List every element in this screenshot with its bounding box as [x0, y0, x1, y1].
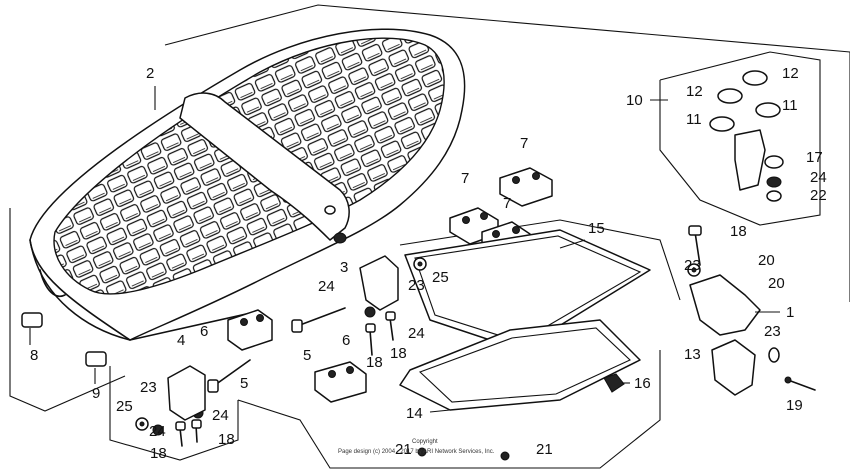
- callout-c21b: 21: [536, 441, 553, 458]
- latch-13: [711, 339, 756, 396]
- callout-c4: 4: [177, 332, 185, 349]
- callout-c5a: 5: [240, 375, 248, 392]
- callout-c11a: 11: [686, 111, 702, 128]
- callout-c23d: 23: [764, 323, 781, 340]
- tray-14: [399, 319, 641, 411]
- cushion-block-7a: [499, 167, 553, 207]
- callout-c17: 17: [806, 149, 823, 166]
- callout-c18e: 18: [150, 445, 167, 462]
- leader-lines: [29, 86, 780, 413]
- callout-c23c: 23: [140, 379, 157, 396]
- callout-c6b: 6: [342, 332, 350, 349]
- callout-c8: 8: [30, 347, 38, 364]
- lock-assembly-10: [709, 70, 784, 202]
- rubber-pad-9: [85, 351, 107, 367]
- callout-c10: 10: [626, 92, 643, 109]
- bracket-4: [167, 365, 206, 421]
- callout-c21a: 21: [395, 441, 412, 458]
- callout-c24e: 24: [149, 423, 166, 440]
- group-boundary-lines: [9, 4, 850, 469]
- callout-c22: 22: [810, 187, 827, 204]
- callout-c24a: 24: [810, 169, 827, 186]
- cushion-block-6b: [314, 361, 367, 403]
- callout-c16: 16: [634, 375, 651, 392]
- callout-c20a: 20: [758, 252, 775, 269]
- callout-c24d: 24: [212, 407, 229, 424]
- bolts: [175, 225, 816, 447]
- callout-c18b: 18: [366, 354, 383, 371]
- callout-c23a: 23: [684, 257, 701, 274]
- callout-c18d: 18: [218, 431, 235, 448]
- callout-c14: 14: [406, 405, 423, 422]
- callout-c11b: 11: [782, 97, 798, 114]
- callout-c18a: 18: [730, 223, 747, 240]
- callout-c24c: 24: [408, 325, 425, 342]
- callout-c12a: 12: [686, 83, 703, 100]
- callout-c12b: 12: [782, 65, 799, 82]
- copyright-text: Copyright: [412, 439, 438, 445]
- callout-c1: 1: [786, 304, 794, 321]
- callout-c19: 19: [786, 397, 803, 414]
- nut-16: [603, 373, 625, 393]
- callout-c25b: 25: [116, 398, 133, 415]
- callout-c25a: 25: [432, 269, 449, 286]
- callout-c15: 15: [588, 220, 605, 237]
- callout-c24b: 24: [318, 278, 335, 295]
- callout-c9: 9: [92, 385, 100, 402]
- callout-c18c: 18: [390, 345, 407, 362]
- callout-labels: 1234556677789101111121213141516171818181…: [30, 65, 827, 462]
- cushion-block-6a: [227, 309, 273, 351]
- callout-c7b: 7: [461, 170, 469, 187]
- callout-c7a: 7: [520, 135, 528, 152]
- rubber-pad-8: [21, 312, 43, 328]
- footer-text: Page design (c) 2004 - 2017 by ARI Netwo…: [338, 449, 495, 455]
- callout-c7c: 7: [503, 195, 511, 212]
- bracket-3: [359, 255, 399, 311]
- tray-15: [404, 229, 651, 351]
- callout-c20b: 20: [768, 275, 785, 292]
- callout-c23b: 23: [408, 277, 425, 294]
- seat-assembly: [29, 28, 466, 341]
- hinge-bracket-1: [689, 274, 761, 336]
- callout-c5b: 5: [303, 347, 311, 364]
- callout-c13: 13: [684, 346, 701, 363]
- callout-c6a: 6: [200, 323, 208, 340]
- callout-c2: 2: [146, 65, 154, 82]
- callout-c3: 3: [340, 259, 348, 276]
